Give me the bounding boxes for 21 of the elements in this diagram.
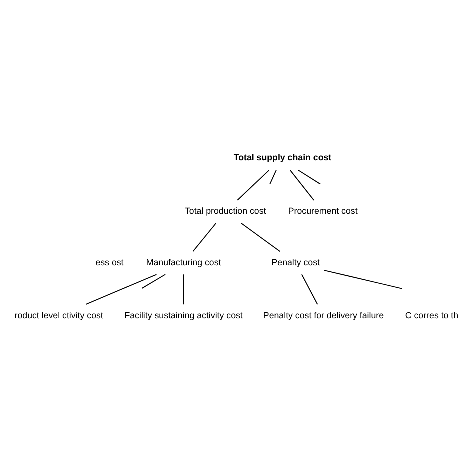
connector	[301, 274, 318, 305]
node-text: C corres to th	[405, 310, 459, 320]
connector	[324, 270, 403, 289]
connector	[237, 169, 270, 200]
node-text: Penalty cost for delivery failure	[263, 310, 384, 320]
connector	[86, 274, 158, 305]
connector	[290, 169, 315, 200]
connector	[298, 169, 322, 184]
node-text: ess ost	[96, 256, 124, 267]
node-text: roduct level ctivity cost	[14, 310, 104, 320]
node-text: Penalty cost	[272, 256, 320, 267]
connector	[142, 274, 166, 289]
connector	[192, 222, 217, 252]
node-text: Manufacturing cost	[146, 256, 222, 267]
connector	[183, 274, 184, 305]
node-text: Total production cost	[184, 206, 266, 216]
node-text: Procurement cost	[288, 206, 358, 216]
connector	[240, 222, 281, 252]
connector	[270, 169, 277, 184]
node-text: Facility sustaining activity cost	[124, 310, 243, 320]
node-text: Total supply chain cost	[234, 152, 332, 162]
